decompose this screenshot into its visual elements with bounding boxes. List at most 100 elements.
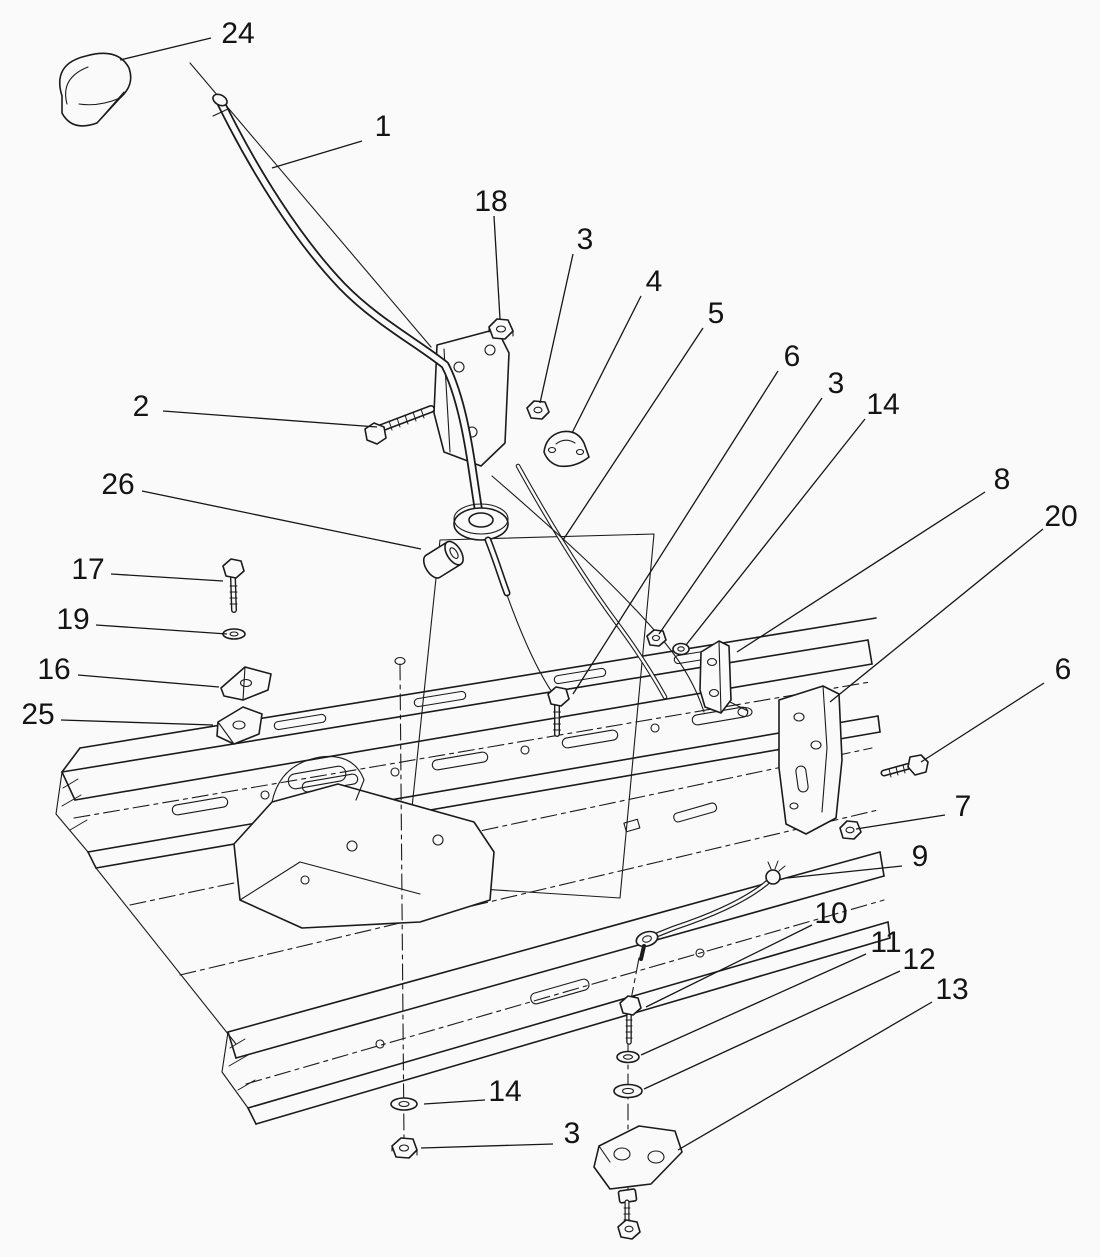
- leader-line: [640, 953, 867, 1056]
- leader-line: [571, 295, 642, 434]
- callout-6-6: 6: [572, 340, 801, 695]
- bushing-26: [422, 540, 464, 579]
- bracket-20: [778, 685, 843, 835]
- nut-7: [839, 820, 862, 840]
- cable-clamp-4: [543, 430, 590, 468]
- washer-12: [613, 1083, 643, 1099]
- leader-line: [60, 719, 214, 726]
- frame-rail-lower: [221, 851, 891, 1125]
- washer-11: [616, 1050, 640, 1064]
- callout-8-9: 8: [736, 463, 1011, 653]
- bolt-6-right: [880, 754, 929, 778]
- callout-label: 5: [708, 297, 725, 330]
- callout-label: 18: [474, 185, 507, 218]
- leader-line: [645, 924, 813, 1008]
- leader-line: [572, 370, 779, 695]
- leader-line: [786, 865, 903, 879]
- lever-pivot: [453, 503, 511, 597]
- leader-line: [677, 1001, 933, 1151]
- callout-19-14: 19: [56, 603, 228, 636]
- console-plate: [233, 755, 495, 929]
- callout-label: 3: [564, 1117, 581, 1150]
- callout-26-12: 26: [101, 468, 422, 550]
- callout-label: 12: [902, 943, 935, 976]
- washer-14-left: [390, 1097, 418, 1111]
- leader-line: [77, 674, 220, 688]
- leader-line: [855, 814, 946, 830]
- leader-line: [658, 397, 823, 635]
- nut-3-upper: [526, 400, 550, 420]
- callout-12-22: 12: [643, 943, 936, 1090]
- callout-label: 2: [133, 390, 150, 423]
- linkage-rod-9: [635, 860, 786, 961]
- callout-13-23: 13: [677, 973, 969, 1151]
- callout-label: 8: [994, 463, 1011, 496]
- leader-line: [643, 970, 901, 1090]
- shift-rod-5: [491, 463, 705, 713]
- callout-label: 1: [375, 110, 392, 143]
- leader-line: [119, 37, 212, 61]
- callout-17-13: 17: [71, 553, 224, 586]
- callout-5-5: 5: [562, 297, 725, 541]
- callout-2-11: 2: [133, 390, 378, 428]
- callout-3-7: 3: [658, 367, 844, 635]
- callout-label: 4: [646, 265, 663, 298]
- leader-line: [110, 573, 224, 582]
- leader-line: [162, 410, 378, 428]
- leader-line: [95, 624, 228, 635]
- callout-18-2: 18: [474, 185, 508, 320]
- leader-line: [685, 418, 866, 646]
- callout-6-17: 6: [920, 653, 1072, 763]
- cover-plate: [403, 533, 655, 899]
- callout-label: 3: [577, 223, 594, 256]
- nut-3-mid: [646, 629, 667, 647]
- callout-label: 14: [866, 388, 899, 421]
- leader-line: [493, 215, 501, 320]
- callout-label: 7: [955, 790, 972, 823]
- callout-1-1: 1: [271, 110, 392, 169]
- callout-9-19: 9: [786, 840, 929, 879]
- callout-14-24: 14: [423, 1075, 522, 1108]
- callout-3-3: 3: [539, 223, 594, 404]
- callout-label: 20: [1044, 500, 1077, 533]
- callout-4-4: 4: [571, 265, 663, 434]
- callout-label: 13: [935, 973, 968, 1006]
- callout-label: 26: [101, 468, 134, 501]
- leader-line: [562, 327, 704, 541]
- bolt-2: [364, 405, 435, 445]
- shift-lever: [212, 93, 486, 532]
- shift-knob: [58, 52, 132, 127]
- callout-3-25: 3: [420, 1117, 581, 1150]
- callout-label: 9: [912, 840, 929, 873]
- bracket-16: [220, 666, 272, 701]
- bolt-6-lower: [547, 686, 570, 737]
- leader-line: [423, 1099, 486, 1105]
- link-strap-13: [593, 1125, 683, 1190]
- bolt-17: [222, 558, 245, 613]
- callout-25-16: 25: [21, 698, 214, 731]
- lever-arm-link: [506, 594, 557, 699]
- nut-18: [488, 318, 514, 340]
- nut-3-left: [391, 1137, 418, 1159]
- callout-label: 19: [56, 603, 89, 636]
- knob-projection-line: [189, 62, 432, 348]
- leader-line: [920, 682, 1045, 763]
- callout-20-10: 20: [829, 500, 1078, 703]
- frame-rail-upper: [55, 617, 881, 869]
- leader-line: [829, 528, 1044, 703]
- callout-label: 10: [814, 897, 847, 930]
- callout-label: 6: [784, 340, 801, 373]
- callout-7-18: 7: [855, 790, 972, 830]
- leader-line: [141, 490, 422, 550]
- callout-16-15: 16: [37, 653, 220, 688]
- clip-25: [216, 706, 263, 745]
- washer-14-mid: [672, 642, 690, 656]
- callout-label: 24: [221, 17, 254, 50]
- callout-label: 6: [1055, 653, 1072, 686]
- leader-line: [271, 140, 363, 169]
- leader-line: [539, 253, 574, 404]
- leader-line: [736, 491, 986, 653]
